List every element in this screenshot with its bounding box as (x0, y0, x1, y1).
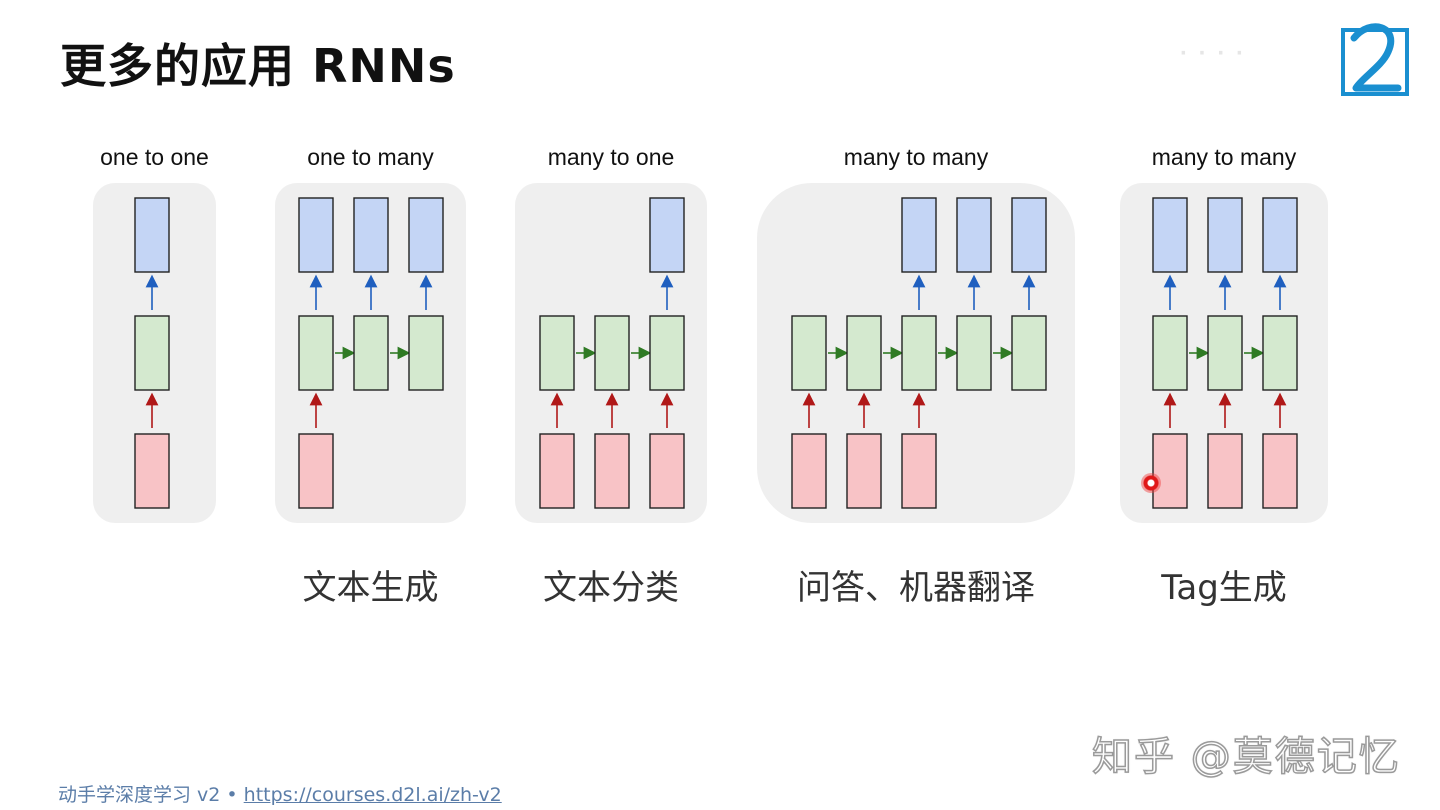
faint-watermark-logo: · · · · (1180, 40, 1246, 67)
rnn-panel: one to many (275, 144, 466, 523)
output-node (1011, 197, 1047, 273)
footer: 动手学深度学习 v2 • https://courses.d2l.ai/zh-v… (58, 780, 502, 807)
output-node (353, 197, 389, 273)
panel-label: many to many (844, 144, 989, 170)
panel-label: one to one (100, 144, 209, 170)
zhihu-watermark: 知乎 @莫德记忆 (1091, 733, 1401, 781)
hidden-node (134, 315, 170, 391)
hidden-node (1011, 315, 1047, 391)
input-node (594, 433, 630, 509)
input-node (134, 433, 170, 509)
hidden-node (298, 315, 334, 391)
input-node (649, 433, 685, 509)
input-node (791, 433, 827, 509)
panel-label: many to many (1152, 144, 1297, 170)
rnn-diagrams: one to one one to many many to one many to … (93, 144, 1328, 523)
output-node (1207, 197, 1243, 273)
hidden-node (649, 315, 685, 391)
output-node (901, 197, 937, 273)
hidden-node (846, 315, 882, 391)
input-node (1152, 433, 1188, 509)
input-node (1262, 433, 1298, 509)
input-node (901, 433, 937, 509)
hidden-node (408, 315, 444, 391)
hidden-node (791, 315, 827, 391)
footer-course: 动手学深度学习 v2 • (58, 784, 244, 806)
input-node (846, 433, 882, 509)
hidden-node (353, 315, 389, 391)
output-node (1262, 197, 1298, 273)
output-node (956, 197, 992, 273)
output-node (134, 197, 170, 273)
input-node (298, 433, 334, 509)
output-node (408, 197, 444, 273)
laser-pointer-icon (1141, 473, 1161, 493)
panel-caption: 文本生成 (302, 568, 439, 608)
hidden-node (594, 315, 630, 391)
rnn-panel: many to one (515, 144, 707, 523)
panel-label: many to one (548, 144, 675, 170)
panel-caption: Tag生成 (1161, 568, 1287, 608)
output-node (298, 197, 334, 273)
slide-title: 更多的应用 RNNs (60, 39, 456, 93)
hidden-node (1262, 315, 1298, 391)
hidden-node (901, 315, 937, 391)
hidden-node (1207, 315, 1243, 391)
rnn-panel: one to one (93, 144, 216, 523)
panel-label: one to many (307, 144, 434, 170)
rnn-panel: many to many (757, 144, 1075, 523)
hidden-node (539, 315, 575, 391)
rnn-panel: many to many (1120, 144, 1328, 523)
output-node (1152, 197, 1188, 273)
panel-caption: 问答、机器翻译 (797, 568, 1035, 608)
d2l-logo-icon (1341, 23, 1409, 96)
panel-caption: 文本分类 (543, 568, 679, 608)
input-node (539, 433, 575, 509)
output-node (649, 197, 685, 273)
hidden-node (956, 315, 992, 391)
input-node (1207, 433, 1243, 509)
footer-link[interactable]: https://courses.d2l.ai/zh-v2 (243, 784, 502, 806)
hidden-node (1152, 315, 1188, 391)
